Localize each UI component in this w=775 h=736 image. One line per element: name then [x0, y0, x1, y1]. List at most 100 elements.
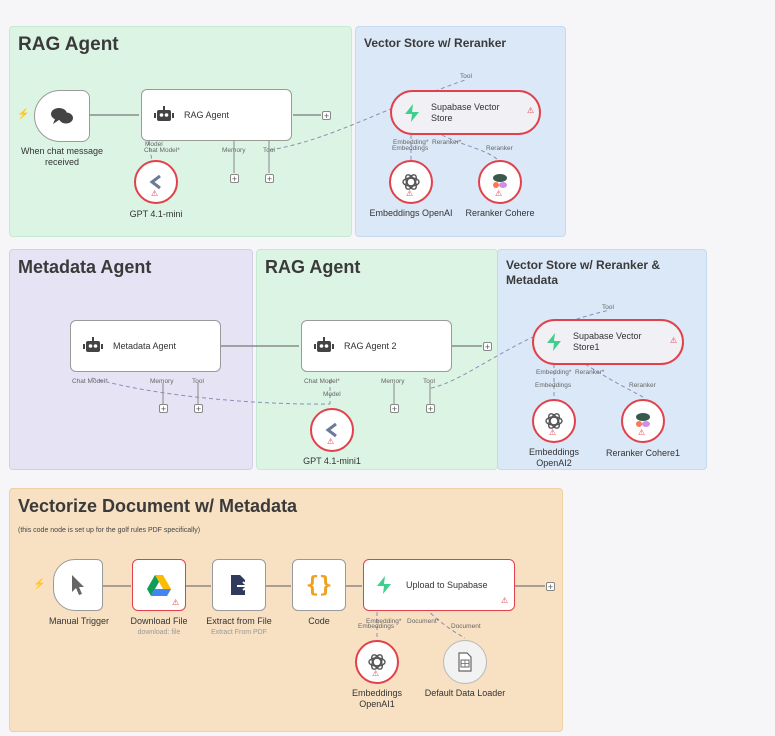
node-label: Reranker Cohere	[465, 208, 535, 218]
manual-trigger-node[interactable]	[53, 559, 103, 611]
add-memory-plus-icon[interactable]: +	[390, 404, 399, 414]
rag-agent-2-node[interactable]: RAG Agent 2	[301, 320, 452, 372]
cohere-logo-icon	[493, 174, 507, 188]
gpt-model-node[interactable]	[134, 160, 178, 204]
port-label-memory: Memory	[222, 147, 246, 154]
add-memory-plus-icon[interactable]: +	[159, 404, 168, 414]
robot-icon	[154, 106, 174, 121]
port-label-tool: Tool	[460, 73, 472, 80]
cohere-logo-icon	[636, 413, 650, 427]
openai-model-icon	[149, 174, 161, 190]
port-label-reranker: Reranker	[486, 145, 513, 152]
robot-icon	[314, 337, 334, 352]
node-label: RAG Agent 2	[344, 341, 397, 351]
port-label-embeddings: Embeddings	[358, 623, 395, 630]
upload-to-supabase-node[interactable]: Upload to Supabase	[363, 559, 515, 611]
file-extract-icon	[231, 575, 250, 595]
node-label: Embeddings OpenAI	[369, 208, 453, 218]
node-label: Default Data Loader	[424, 688, 506, 698]
metadata-agent-node[interactable]: Metadata Agent	[70, 320, 221, 372]
port-label-tool: Tool	[602, 304, 614, 311]
node-label: Supabase Vector Store1	[573, 331, 642, 352]
add-output-plus-icon[interactable]: +	[483, 342, 492, 352]
robot-icon	[83, 337, 103, 352]
node-label: Download File	[130, 616, 188, 626]
warning-icon: ⚠	[549, 428, 557, 437]
add-tool-plus-icon[interactable]: +	[265, 174, 274, 184]
openai-logo-icon	[402, 174, 420, 190]
cursor-icon	[72, 575, 84, 595]
embeddings-openai-node[interactable]	[389, 160, 433, 204]
port-label-model: Model	[323, 391, 341, 398]
warning-icon: ⚠	[638, 428, 646, 437]
reranker-cohere-node[interactable]	[478, 160, 522, 204]
port-label-reranker: Reranker	[629, 382, 656, 389]
port-label-document-req: Document*	[407, 618, 440, 625]
embeddings-openai-2-node[interactable]	[532, 399, 576, 443]
port-label-embedding: Embedding*	[393, 139, 429, 146]
extract-from-file-node[interactable]	[212, 559, 266, 611]
chat-trigger-node[interactable]	[34, 90, 90, 142]
reranker-cohere-1-node[interactable]	[621, 399, 665, 443]
port-label-embedding: Embedding*	[536, 369, 572, 376]
supabase-bolt-icon	[405, 103, 419, 122]
port-label-model: Model	[145, 141, 163, 148]
node-label: RAG Agent	[184, 110, 230, 120]
sticky-description: (this code node is set up for the golf r…	[18, 527, 201, 534]
node-label: GPT 4.1-mini1	[303, 456, 361, 466]
node-label: Reranker Cohere1	[605, 448, 681, 458]
node-label: Embeddings OpenAI1	[351, 688, 403, 709]
node-label: Supabase Vector Store	[431, 101, 500, 123]
port-label-embedding: Embedding*	[366, 618, 402, 625]
port-label-tool: Tool	[423, 378, 435, 385]
sticky-vector-store[interactable]: Vector Store w/ Reranker	[355, 26, 566, 237]
port-label-memory: Memory	[150, 378, 174, 385]
port-label-tool: Tool	[192, 378, 204, 385]
embeddings-openai-1-node[interactable]	[355, 640, 399, 684]
sticky-title: RAG Agent	[265, 257, 361, 277]
supabase-vector-store-node[interactable]: Supabase Vector Store	[390, 90, 541, 135]
sticky-title: Vectorize Document w/ Metadata	[18, 496, 298, 516]
openai-logo-icon	[368, 654, 386, 670]
port-label-chat-model: Chat Model*	[304, 378, 340, 385]
openai-model-icon	[325, 422, 337, 438]
gpt-model-node[interactable]	[310, 408, 354, 452]
port-label-embeddings: Embeddings	[392, 145, 429, 152]
node-subtitle: Extract From PDF	[210, 629, 267, 636]
supabase-vector-store-1-node[interactable]: Supabase Vector Store1	[532, 319, 684, 365]
add-tool-plus-icon[interactable]: +	[426, 404, 435, 414]
warning-icon: ⚠	[501, 596, 509, 605]
warning-icon: ⚠	[670, 336, 678, 345]
port-label-reranker-req: Reranker*	[432, 139, 462, 146]
code-node[interactable]: {}	[292, 559, 346, 611]
warning-icon: ⚠	[406, 189, 414, 198]
warning-icon: ⚠	[151, 189, 159, 198]
add-output-plus-icon[interactable]: +	[546, 582, 555, 592]
trigger-bolt-icon: ⚡	[33, 579, 46, 590]
rag-agent-node[interactable]: RAG Agent	[141, 89, 292, 141]
node-label: Metadata Agent	[113, 341, 177, 351]
download-file-node[interactable]	[132, 559, 186, 611]
warning-icon: ⚠	[172, 598, 180, 607]
node-label: Extract from File	[206, 616, 272, 626]
add-tool-plus-icon[interactable]: +	[194, 404, 203, 414]
braces-icon: {}	[305, 572, 333, 598]
port-label-chat-model: Chat Model*	[144, 147, 180, 154]
chat-bubbles-icon	[51, 108, 73, 124]
add-memory-plus-icon[interactable]: +	[230, 174, 239, 184]
supabase-bolt-icon	[377, 576, 391, 594]
port-label-chat-model: Chat Model*	[72, 378, 108, 385]
openai-logo-icon	[545, 413, 563, 429]
node-label: Code	[308, 616, 330, 626]
sticky-title: Metadata Agent	[18, 257, 152, 277]
node-label: When chat message received	[20, 146, 104, 167]
warning-icon: ⚠	[327, 437, 335, 446]
port-label-tool: Tool	[263, 147, 275, 154]
node-label: Upload to Supabase	[406, 580, 488, 590]
supabase-bolt-icon	[547, 333, 561, 351]
sticky-vectorize-document[interactable]: Vectorize Document w/ Metadata (this cod…	[9, 488, 563, 732]
port-label-document: Document	[451, 623, 481, 630]
add-output-plus-icon[interactable]: +	[322, 111, 331, 121]
default-data-loader-node[interactable]	[443, 640, 487, 684]
